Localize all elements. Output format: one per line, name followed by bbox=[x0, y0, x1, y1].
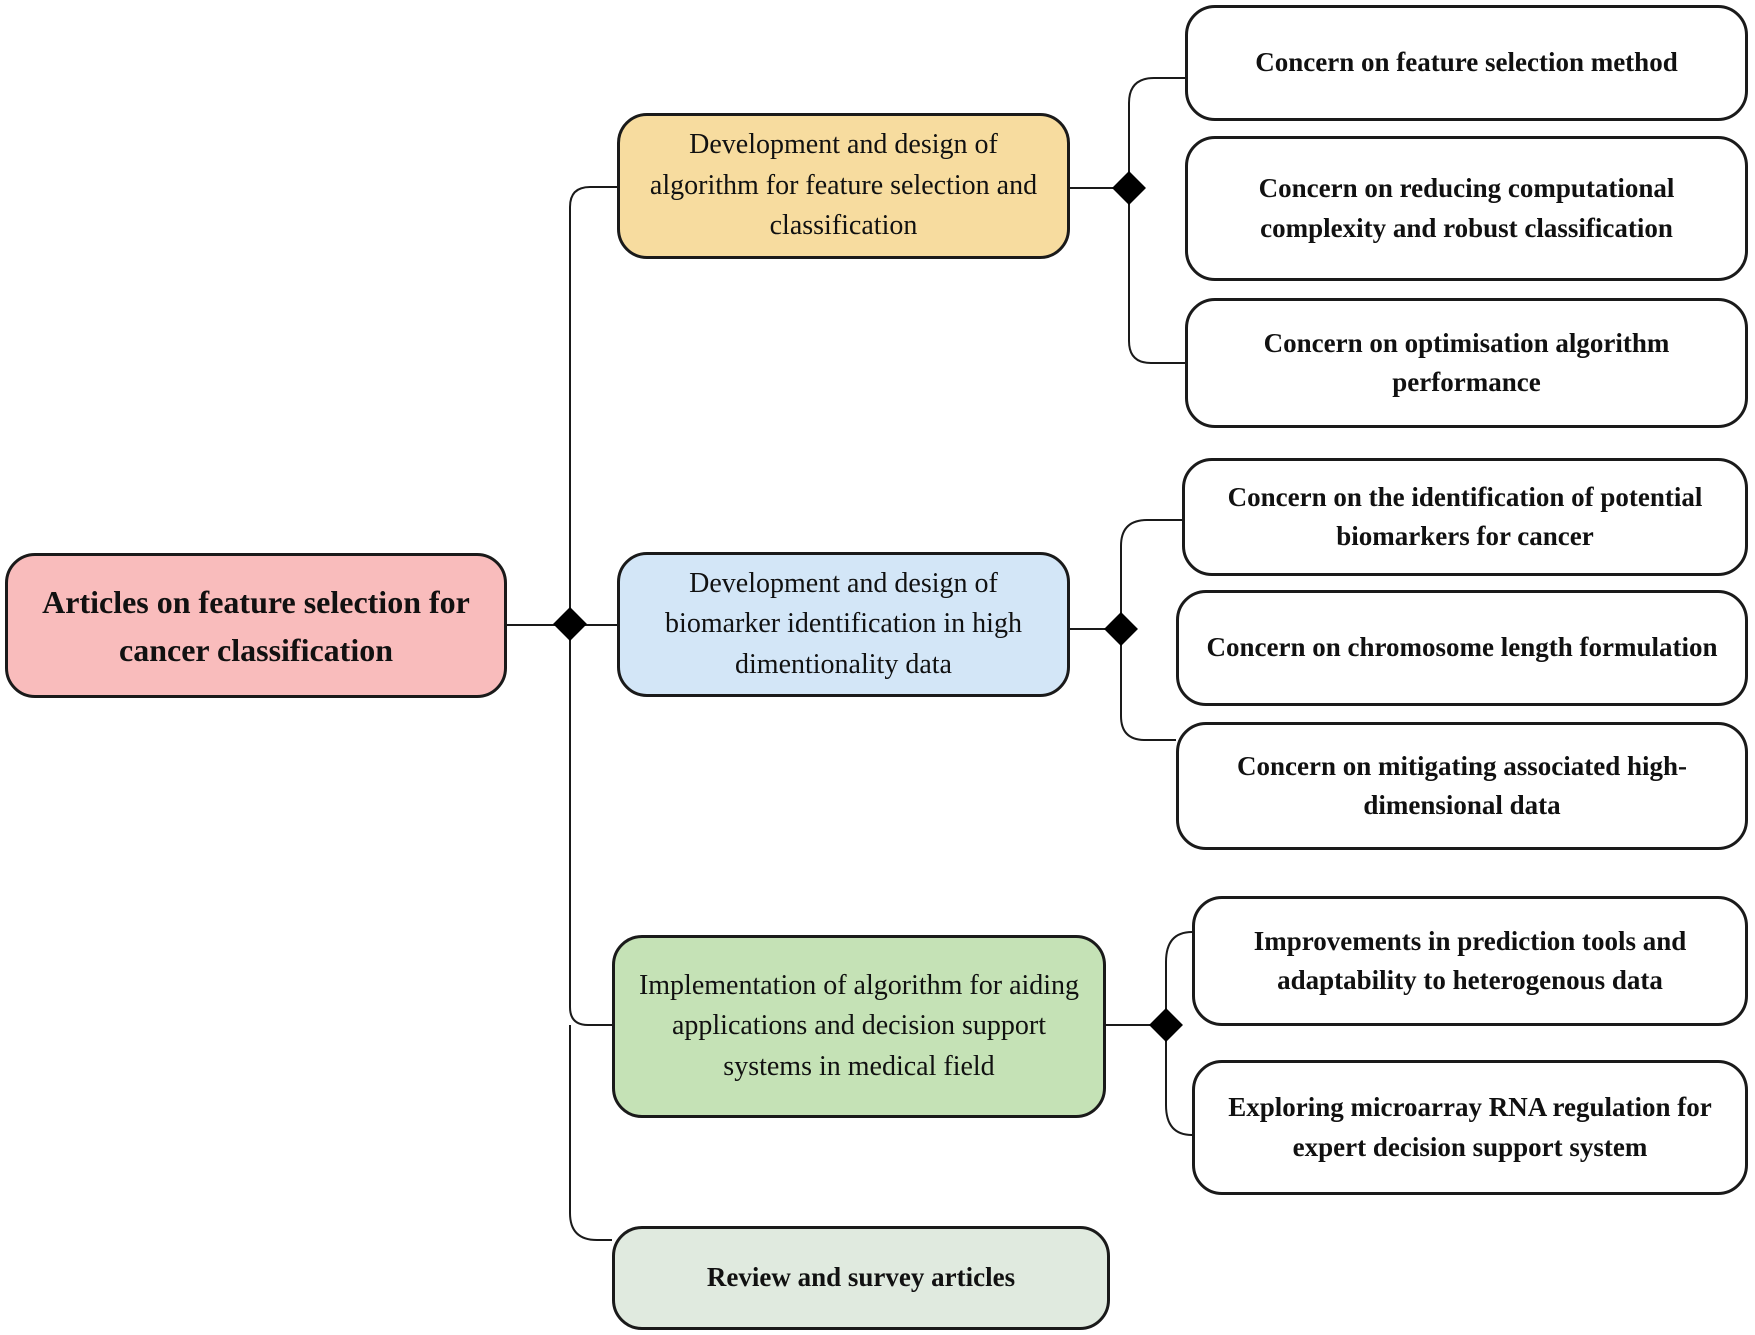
connector-path bbox=[1165, 931, 1193, 1025]
concern-label: Concern on feature selection method bbox=[1255, 47, 1678, 78]
connector-path bbox=[1128, 77, 1185, 188]
root-node: Articles on feature selection for cancer… bbox=[5, 553, 507, 698]
category-node-biomarker-identification: Development and design of biomarker iden… bbox=[617, 552, 1070, 697]
root-label: Articles on feature selection for cancer… bbox=[42, 583, 470, 668]
concern-node: Concern on feature selection method bbox=[1185, 5, 1748, 121]
concern-node: Concern on mitigating associated high-di… bbox=[1176, 722, 1748, 850]
category-label: Implementation of algorithm for aiding a… bbox=[638, 969, 1080, 1082]
category-node-review: Review and survey articles bbox=[612, 1226, 1110, 1330]
connector-path bbox=[1128, 188, 1185, 364]
concern-label: Concern on mitigating associated high-di… bbox=[1236, 750, 1687, 820]
connector-path bbox=[569, 625, 612, 1026]
category-label: Development and design of algorithm for … bbox=[649, 129, 1038, 242]
connector-path bbox=[1120, 629, 1176, 741]
concern-node: Concern on reducing computational comple… bbox=[1185, 136, 1748, 281]
category-label: Development and design of biomarker iden… bbox=[665, 567, 1022, 680]
concern-node: Concern on optimisation algorithm perfor… bbox=[1185, 298, 1748, 428]
concern-label: Concern on chromosome length formulation bbox=[1206, 632, 1718, 663]
concern-label: Exploring microarray RNA regulation for … bbox=[1228, 1092, 1712, 1162]
concern-label: Improvements in prediction tools and ada… bbox=[1253, 925, 1687, 995]
concern-node: Concern on chromosome length formulation bbox=[1176, 590, 1748, 706]
category-node-implementation: Implementation of algorithm for aiding a… bbox=[612, 935, 1106, 1118]
concern-label: Concern on reducing computational comple… bbox=[1258, 173, 1675, 243]
category-label: Review and survey articles bbox=[706, 1262, 1016, 1293]
concern-label: Concern on the identification of potenti… bbox=[1227, 481, 1703, 551]
concern-label: Concern on optimisation algorithm perfor… bbox=[1263, 327, 1670, 397]
connector-path bbox=[1120, 519, 1182, 629]
connector-path bbox=[569, 1025, 612, 1241]
concern-node: Exploring microarray RNA regulation for … bbox=[1192, 1060, 1748, 1195]
concern-node: Concern on the identification of potenti… bbox=[1182, 458, 1748, 576]
concern-node: Improvements in prediction tools and ada… bbox=[1192, 896, 1748, 1026]
connector-path bbox=[1165, 1025, 1193, 1136]
connector-path bbox=[569, 186, 617, 625]
category-node-algorithm-design: Development and design of algorithm for … bbox=[617, 113, 1070, 259]
